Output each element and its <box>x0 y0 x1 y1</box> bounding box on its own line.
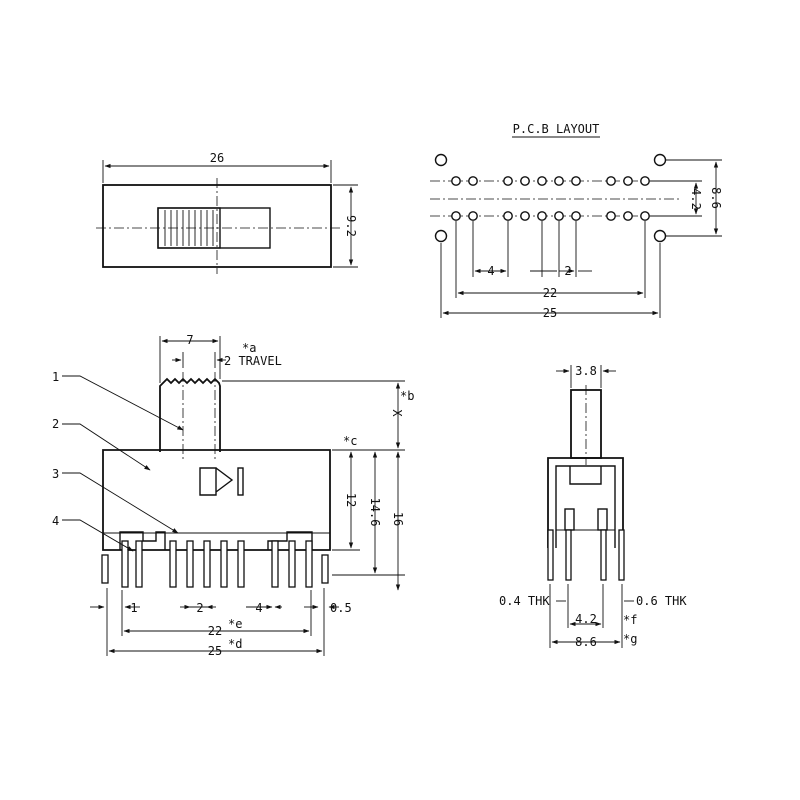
dim-thk-0-5: 0.5 <box>330 601 352 615</box>
callout-3: 3 <box>52 467 59 481</box>
front-symbol <box>199 467 234 496</box>
note-b: *b <box>400 389 414 403</box>
callout-2: 2 <box>52 417 59 431</box>
dim-span-22: 22 <box>208 624 222 638</box>
pcb-dim-4-2: 4.2 <box>689 188 703 210</box>
pcb-dim-pitch-4: 4 <box>487 264 494 278</box>
pcb-dim-22: 22 <box>543 286 557 300</box>
note-g: *g <box>623 632 637 646</box>
note-d: *d <box>228 637 242 651</box>
front-housing <box>102 449 331 551</box>
side-thk-right: 0.6 THK <box>636 594 687 608</box>
pcb-dim-pitch-2: 2 <box>564 264 571 278</box>
dim-12: 12 <box>344 493 358 507</box>
dim-knob-width: 7 <box>186 333 193 347</box>
top-view: 26 9.2 <box>96 151 358 274</box>
dim-pitch-4: 4 <box>255 601 262 615</box>
dim-14-6: 14.6 <box>368 498 382 527</box>
pcb-dim-8-6: 8.6 <box>709 187 723 209</box>
dim-pin-width: 1 <box>130 601 137 615</box>
pcb-pin-holes <box>451 176 650 221</box>
note-f: *f <box>623 613 637 627</box>
note-e: *e <box>228 617 242 631</box>
front-view: 7 *a 2 TRAVEL <box>52 333 414 658</box>
side-pins <box>547 529 625 581</box>
callout-1: 1 <box>52 370 59 384</box>
side-view: 3.8 0.4 THK 0.6 THK 4.2 *f 8.6 *g <box>499 364 687 649</box>
travel-label: 2 TRAVEL <box>224 354 282 368</box>
front-knob <box>159 377 221 452</box>
dim-top-height: 9.2 <box>344 215 358 237</box>
front-pins <box>101 540 329 588</box>
pcb-layout: P.C.B LAYOUT <box>430 122 723 320</box>
note-c: *c <box>343 434 357 448</box>
dim-span-25: 25 <box>208 644 222 658</box>
pcb-mount-holes <box>434 153 667 243</box>
note-a: *a <box>242 341 256 355</box>
dim-pitch-2: 2 <box>196 601 203 615</box>
dim-x: X <box>390 409 404 417</box>
pcb-title: P.C.B LAYOUT <box>513 122 600 136</box>
callout-4: 4 <box>52 514 59 528</box>
pcb-dim-25: 25 <box>543 306 557 320</box>
side-dim-gap: 4.2 <box>575 612 597 626</box>
dim-16: 16 <box>391 512 405 526</box>
side-housing <box>547 457 624 548</box>
side-thk-left: 0.4 THK <box>499 594 550 608</box>
side-dim-outer: 8.6 <box>575 635 597 649</box>
side-dim-knob: 3.8 <box>575 364 597 378</box>
front-indicator <box>237 467 244 496</box>
dim-top-width: 26 <box>210 151 224 165</box>
